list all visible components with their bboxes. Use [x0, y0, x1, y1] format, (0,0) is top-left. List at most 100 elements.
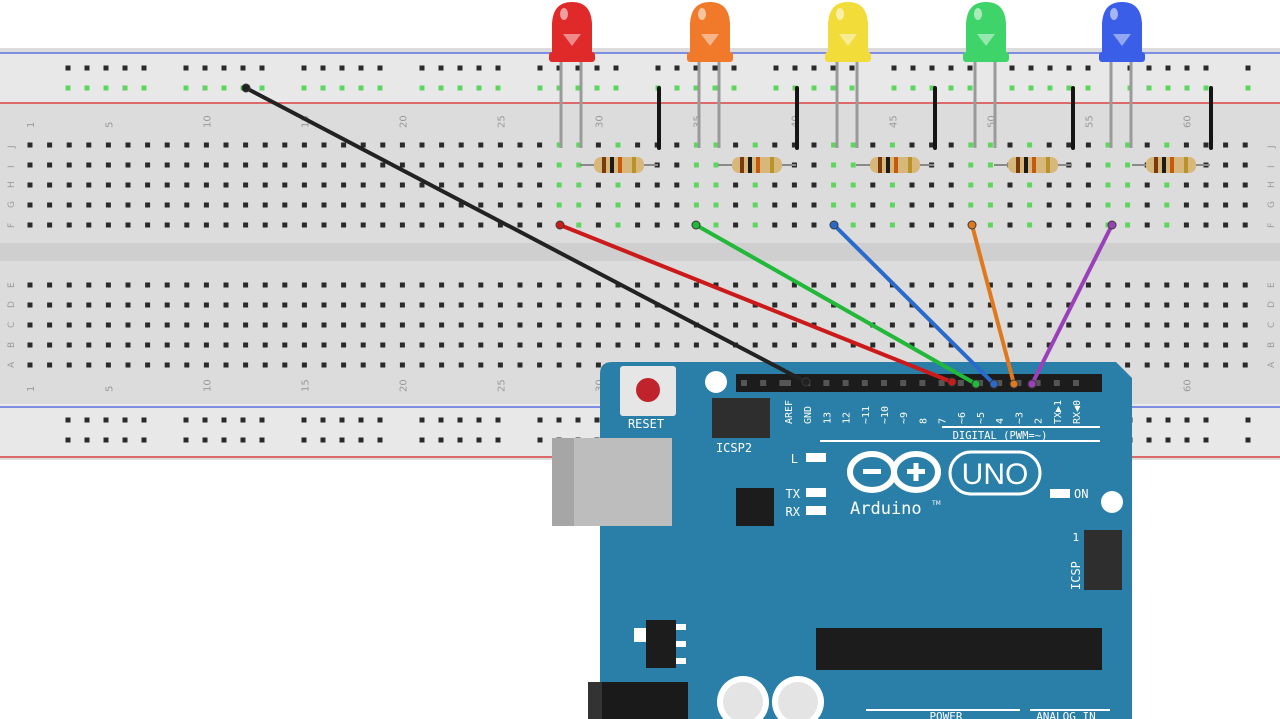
- column-number-bottom: 30: [594, 379, 605, 392]
- breadboard-hole: [909, 322, 915, 328]
- breadboard-hole: [1066, 202, 1072, 208]
- icsp-pin1-label: 1: [1073, 531, 1080, 544]
- breadboard-hole: [301, 322, 307, 328]
- breadboard-hole: [1242, 162, 1248, 168]
- rail-hole: [419, 65, 425, 71]
- breadboard-hole: [1105, 322, 1111, 328]
- breadboard-top-rail: [0, 52, 1280, 104]
- column-number-top: 25: [496, 115, 507, 128]
- breadboard-hole: [497, 322, 503, 328]
- rail-hole: [240, 437, 246, 443]
- rail-hole: [1203, 437, 1209, 443]
- breadboard-hole: [752, 322, 758, 328]
- breadboard-hole: [86, 302, 92, 308]
- breadboard-hole: [713, 282, 719, 288]
- rail-hole: [339, 437, 345, 443]
- rail-hole: [594, 65, 600, 71]
- logo-plus-v: [913, 463, 919, 481]
- breadboard-hole: [752, 202, 758, 208]
- breadboard-hole: [497, 302, 503, 308]
- rail-hole: [320, 417, 326, 423]
- reset-button-cap[interactable]: [636, 378, 660, 402]
- icsp-header: [1084, 530, 1122, 590]
- rail-hole: [1245, 417, 1251, 423]
- rail-hole: [693, 85, 699, 91]
- breadboard-hole: [968, 342, 974, 348]
- breadboard-hole: [223, 322, 229, 328]
- breadboard-hole: [537, 362, 543, 368]
- breadboard-hole: [145, 362, 151, 368]
- breadboard-hole: [1007, 182, 1013, 188]
- breadboard-hole: [1223, 202, 1229, 208]
- breadboard-hole: [889, 342, 895, 348]
- breadboard-hole: [223, 142, 229, 148]
- rail-hole: [891, 85, 897, 91]
- breadboard-hole: [184, 162, 190, 168]
- breadboard-hole: [125, 182, 131, 188]
- breadboard-hole: [909, 342, 915, 348]
- rail-hole: [141, 437, 147, 443]
- breadboard-hole: [987, 282, 993, 288]
- rail-hole: [1165, 437, 1171, 443]
- breadboard-hole: [125, 222, 131, 228]
- header-pin: [938, 380, 945, 386]
- breadboard-hole: [1027, 182, 1033, 188]
- column-number-top: 10: [202, 115, 213, 128]
- breadboard-hole: [497, 222, 503, 228]
- breadboard-hole: [321, 302, 327, 308]
- breadboard-hole: [850, 282, 856, 288]
- breadboard-hole: [66, 322, 72, 328]
- breadboard-hole: [595, 202, 601, 208]
- breadboard-hole: [1183, 182, 1189, 188]
- breadboard-hole: [47, 182, 53, 188]
- breadboard-hole: [164, 302, 170, 308]
- breadboard-hole: [105, 222, 111, 228]
- breadboard-hole: [1066, 302, 1072, 308]
- breadboard-hole: [125, 342, 131, 348]
- rail-hole: [693, 65, 699, 71]
- breadboard-hole: [850, 162, 856, 168]
- breadboard-hole: [145, 302, 151, 308]
- power-label: POWER: [929, 710, 962, 719]
- rail-hole: [495, 85, 501, 91]
- breadboard-hole: [66, 302, 72, 308]
- rail-hole: [103, 85, 109, 91]
- row-letter: B: [7, 342, 17, 348]
- rail-hole: [301, 417, 307, 423]
- header-pin: [996, 380, 1003, 386]
- breadboard-hole: [1007, 342, 1013, 348]
- row-letter: I: [7, 165, 17, 168]
- breadboard-hole: [929, 302, 935, 308]
- breadboard-hole: [1242, 222, 1248, 228]
- breadboard-hole: [831, 182, 837, 188]
- breadboard-hole: [184, 202, 190, 208]
- breadboard-hole: [576, 162, 582, 168]
- wire-end: [989, 379, 999, 389]
- wire-red: [558, 223, 954, 384]
- breadboard-hole: [850, 182, 856, 188]
- row-letter: J: [7, 145, 17, 149]
- rail-hole: [1245, 437, 1251, 443]
- column-number-bottom: 20: [398, 379, 409, 392]
- rail-hole: [967, 85, 973, 91]
- rail-hole: [259, 437, 265, 443]
- breadboard-hole: [86, 222, 92, 228]
- breadboard-hole: [517, 142, 523, 148]
- breadboard-hole: [1164, 282, 1170, 288]
- breadboard-hole: [537, 142, 543, 148]
- breadboard-hole: [1144, 182, 1150, 188]
- breadboard-hole: [615, 202, 621, 208]
- breadboard-hole: [164, 142, 170, 148]
- breadboard-hole: [1066, 222, 1072, 228]
- rail-hole: [556, 417, 562, 423]
- rail-hole: [377, 85, 383, 91]
- breadboard-hole: [752, 282, 758, 288]
- led-yellow: [825, 2, 871, 148]
- rail-hole: [122, 417, 128, 423]
- breadboard-hole: [458, 302, 464, 308]
- rail-hole: [1085, 85, 1091, 91]
- breadboard-hole: [105, 302, 111, 308]
- breadboard-hole: [1085, 202, 1091, 208]
- rail-hole: [457, 85, 463, 91]
